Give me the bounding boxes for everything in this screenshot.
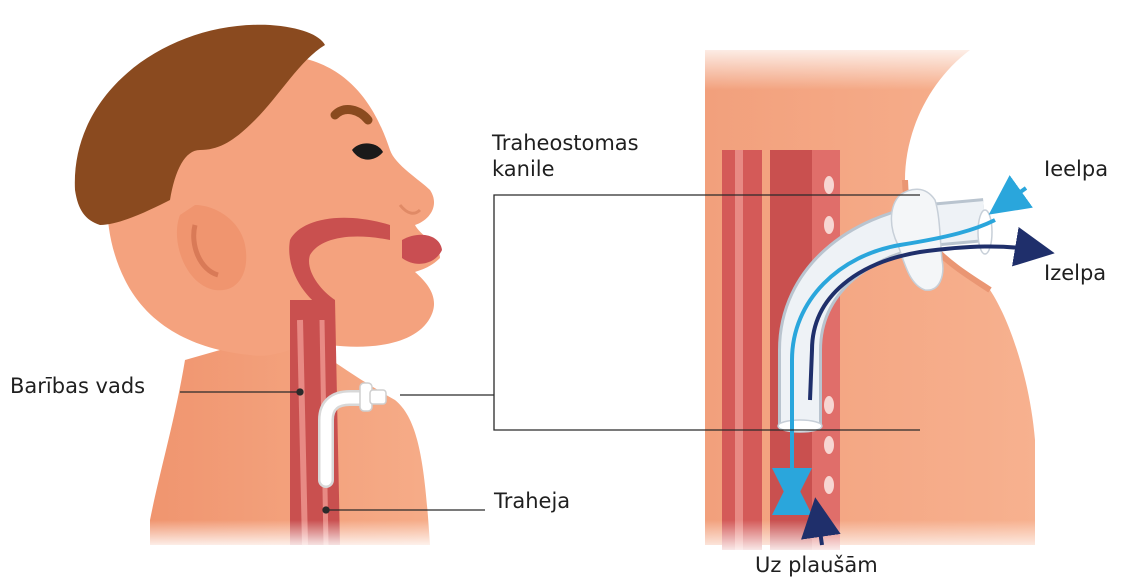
neck-closeup: [700, 40, 1040, 555]
child-head-figure: [75, 25, 460, 550]
label-esophagus: Barības vads: [10, 373, 145, 399]
inhale-arrow: [1005, 188, 1026, 203]
label-to-lungs: Uz plaušām: [755, 552, 878, 578]
label-inhale: Ieelpa: [1044, 156, 1108, 182]
label-tracheostomy-cannula: Traheostomas kanile: [492, 130, 682, 182]
label-trachea: Traheja: [494, 488, 570, 514]
label-exhale: Izelpa: [1044, 260, 1106, 286]
